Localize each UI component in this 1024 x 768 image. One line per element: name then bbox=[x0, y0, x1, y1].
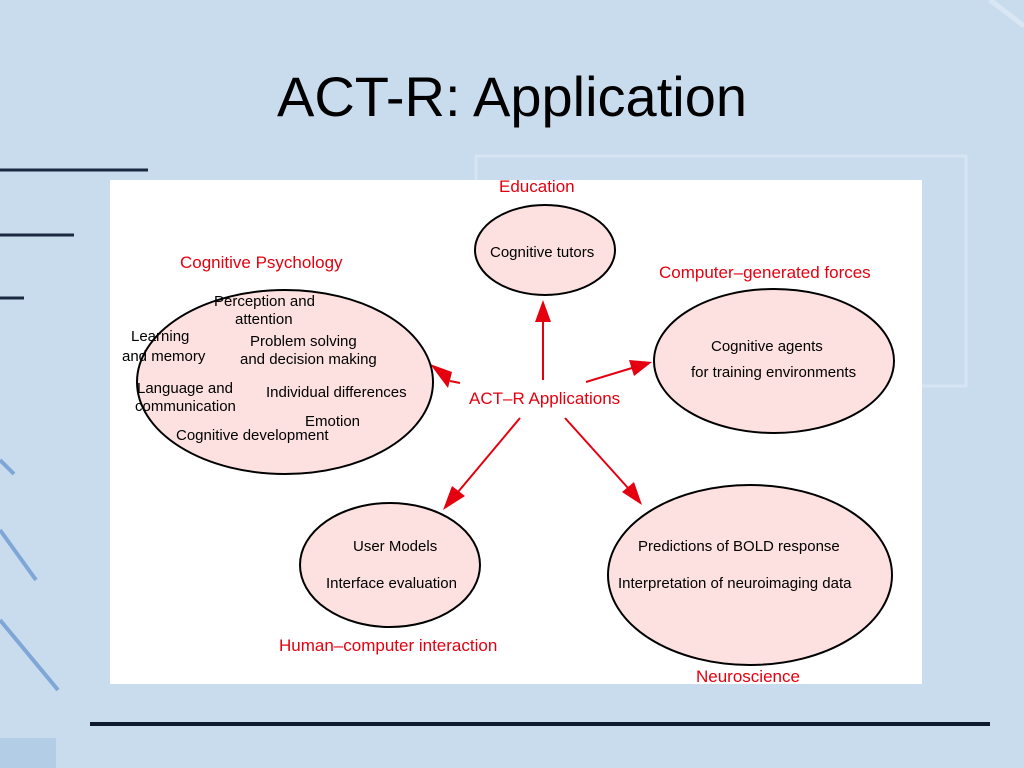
group-cognitive-psychology: Cognitive Psychology Perception and atte… bbox=[122, 253, 434, 475]
item-problem-solving: Problem solving bbox=[250, 333, 357, 350]
arrow-to-cognitive-psychology bbox=[449, 380, 461, 384]
arrows bbox=[430, 300, 652, 510]
arrowhead-cognitive-psychology bbox=[430, 364, 452, 388]
arrowhead-hci bbox=[443, 486, 465, 510]
item-cognitive-tutors: Cognitive tutors bbox=[490, 244, 594, 261]
item-training-environments: for training environments bbox=[691, 364, 856, 381]
bubble-neuroscience bbox=[607, 484, 893, 666]
item-cognitive-agents: Cognitive agents bbox=[711, 338, 823, 355]
center-label: ACT–R Applications bbox=[469, 389, 620, 408]
item-user-models: User Models bbox=[353, 538, 437, 555]
category-label-cognitive-psychology: Cognitive Psychology bbox=[180, 253, 343, 272]
group-hci: User Models Interface evaluation Human–c… bbox=[279, 502, 497, 655]
bubble-cgf bbox=[653, 288, 895, 434]
item-neuroimaging: Interpretation of neuroimaging data bbox=[618, 575, 852, 592]
decor-diagonal bbox=[0, 528, 38, 582]
category-label-hci: Human–computer interaction bbox=[279, 636, 497, 655]
category-label-cgf: Computer–generated forces bbox=[659, 263, 871, 282]
item-attention: attention bbox=[235, 311, 293, 328]
decor-diagonal bbox=[0, 618, 60, 692]
group-computer-generated-forces: Computer–generated forces Cognitive agen… bbox=[653, 263, 895, 434]
arrow-to-cgf bbox=[585, 367, 633, 383]
item-emotion: Emotion bbox=[305, 413, 360, 430]
decor-block bbox=[0, 738, 56, 768]
item-interface-evaluation: Interface evaluation bbox=[326, 575, 457, 592]
decor-diagonal bbox=[988, 0, 1024, 28]
arrow-to-neuroscience bbox=[564, 417, 629, 489]
arrowhead-neuroscience bbox=[622, 482, 642, 505]
arrowhead-education bbox=[535, 300, 551, 322]
item-communication: communication bbox=[135, 398, 236, 415]
bubble-education bbox=[474, 204, 616, 296]
category-label-neuroscience: Neuroscience bbox=[696, 667, 800, 684]
arrowhead-cgf bbox=[629, 360, 652, 376]
item-memory: and memory bbox=[122, 348, 206, 365]
bubble-cognitive-psychology bbox=[136, 289, 434, 475]
group-education: Education Cognitive tutors bbox=[474, 180, 616, 296]
slide-title: ACT-R: Application bbox=[277, 65, 747, 128]
arrow-to-hci bbox=[457, 417, 521, 493]
item-learning: Learning bbox=[131, 328, 189, 345]
item-cognitive-development: Cognitive development bbox=[176, 427, 329, 444]
act-r-diagram: ACT–R Applications Education Cognitive t… bbox=[122, 180, 895, 684]
item-language: Language and bbox=[137, 380, 233, 397]
item-individual-differences: Individual differences bbox=[266, 384, 407, 401]
bubble-hci bbox=[299, 502, 481, 628]
item-perception: Perception and bbox=[214, 293, 315, 310]
category-label-education: Education bbox=[499, 180, 575, 196]
diagram-panel: ACT–R Applications Education Cognitive t… bbox=[110, 180, 922, 684]
item-decision-making: and decision making bbox=[240, 351, 377, 368]
item-bold-response: Predictions of BOLD response bbox=[638, 538, 840, 555]
group-neuroscience: Predictions of BOLD response Interpretat… bbox=[607, 484, 893, 684]
decor-diagonal bbox=[0, 458, 16, 476]
